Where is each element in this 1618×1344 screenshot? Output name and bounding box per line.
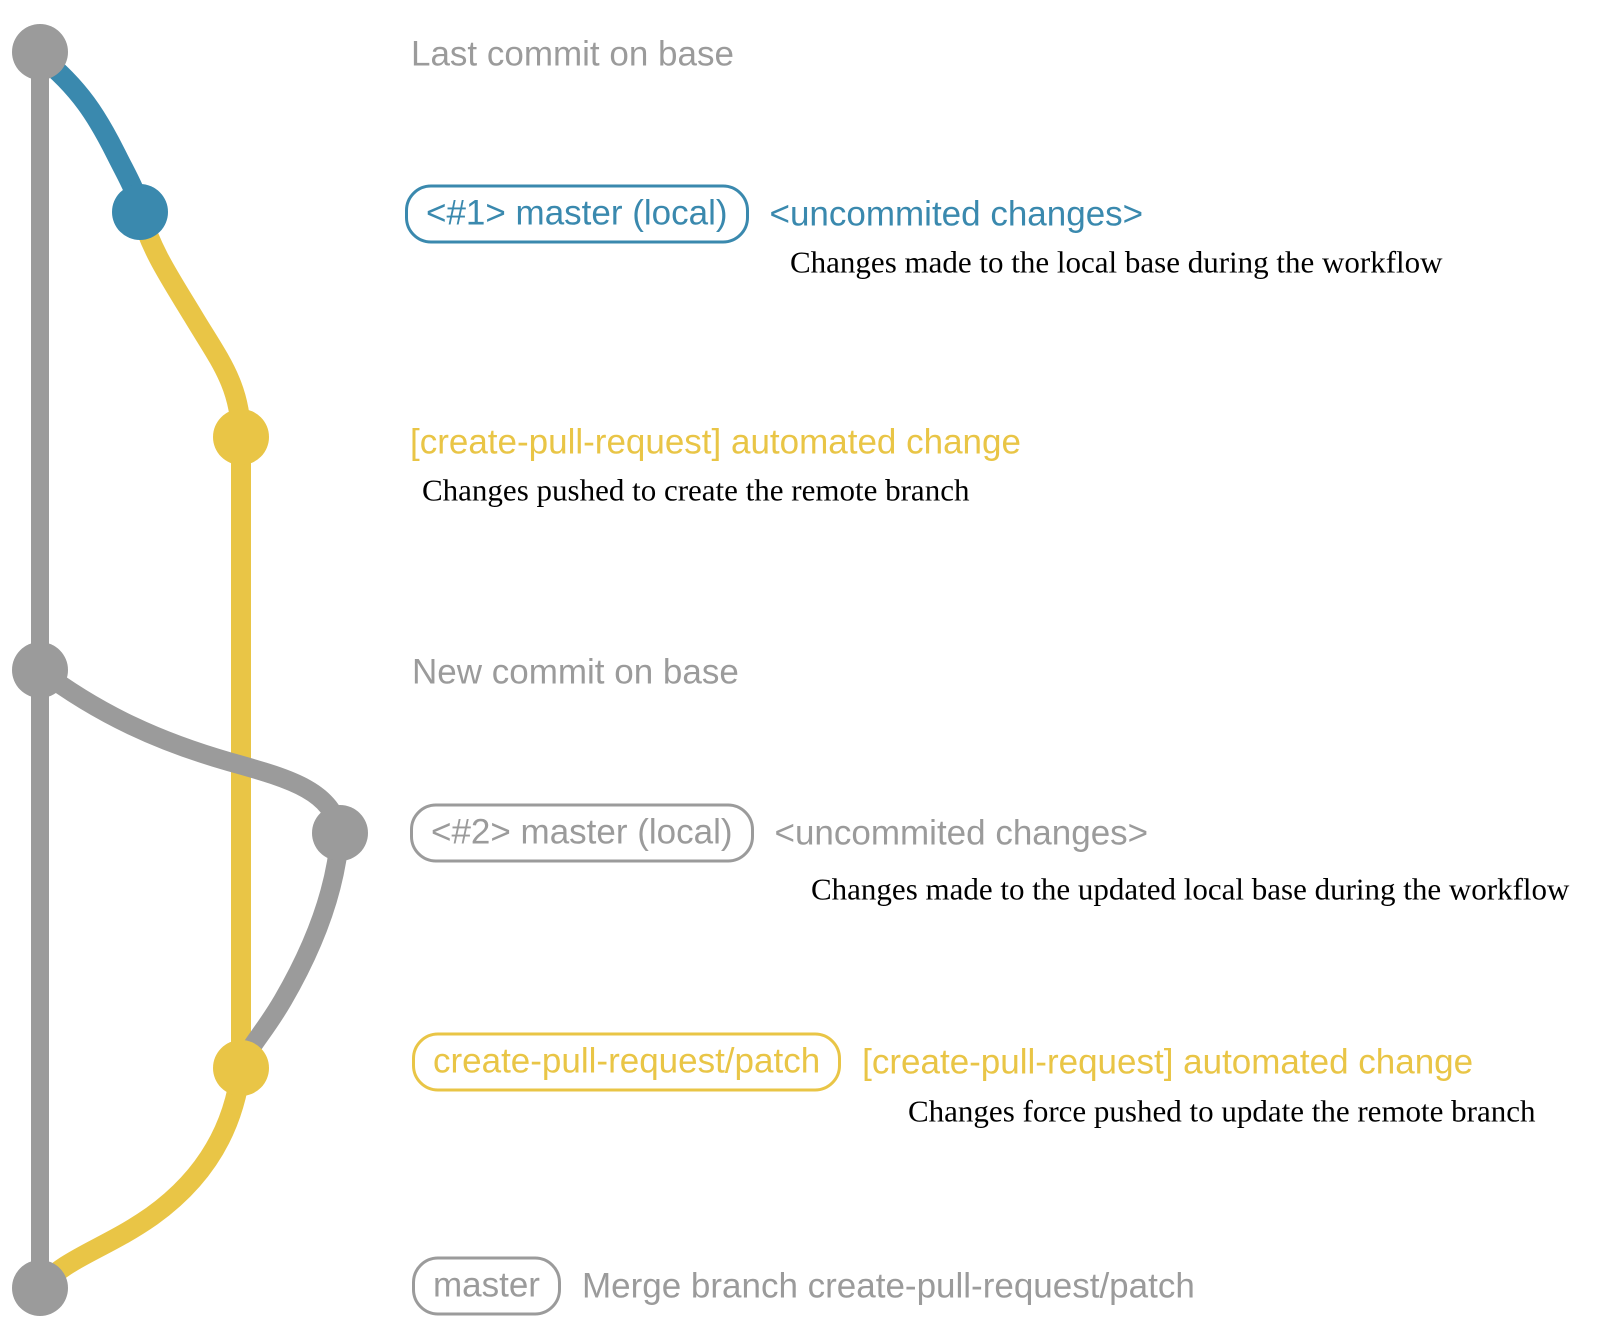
commit-message-remote-2: [create-pull-request] automated change [862,1042,1474,1082]
commit-dot-local-2 [312,805,368,861]
branch-tag-create-pull-request-patch: create-pull-request/patch [412,1032,842,1092]
local-to-remote-curve [232,832,350,1072]
commit-row-remote-2: create-pull-request/patch [create-pull-r… [412,1032,1474,1092]
commit-dot-new-base [12,642,68,698]
commit-row-remote-1: [create-pull-request] automated change [410,425,1021,460]
commit-dot-remote-2 [213,1040,269,1096]
commit-description-remote-1: Changes pushed to create the remote bran… [422,472,970,508]
commit-row-local-1: <#1> master (local) <uncommited changes> [405,184,1144,244]
commit-dot-last-base [12,24,68,80]
commit-dot-local-1 [112,184,168,240]
commit-message-merge: Merge branch create-pull-request/patch [581,1266,1195,1306]
branch-tag-master-local-1: <#1> master (local) [405,184,749,244]
note-last-commit-on-base: Last commit on base [411,34,734,74]
commit-dot-remote-1 [213,409,269,465]
commit-description-local-2: Changes made to the updated local base d… [811,871,1570,907]
branch-tag-master: master [412,1256,561,1316]
commit-dot-merge [12,1260,68,1316]
merge-branch-curve [32,1066,251,1295]
commit-row-local-2: <#2> master (local) <uncommited changes> [410,803,1149,863]
remote-branch-curve [130,209,251,1068]
commit-message-local-2: <uncommited changes> [774,813,1149,853]
note-new-commit-on-base: New commit on base [412,652,739,692]
local-branch-curve-2 [34,662,350,836]
commit-message-local-1: <uncommited changes> [769,194,1144,234]
commit-description-remote-2: Changes force pushed to update the remot… [908,1093,1536,1129]
commit-description-local-1: Changes made to the local base during th… [790,244,1443,280]
commit-message-remote-1: [create-pull-request] automated change [410,422,1021,462]
branch-tag-master-local-2: <#2> master (local) [410,803,754,863]
commit-row-merge: master Merge branch create-pull-request/… [412,1256,1195,1316]
